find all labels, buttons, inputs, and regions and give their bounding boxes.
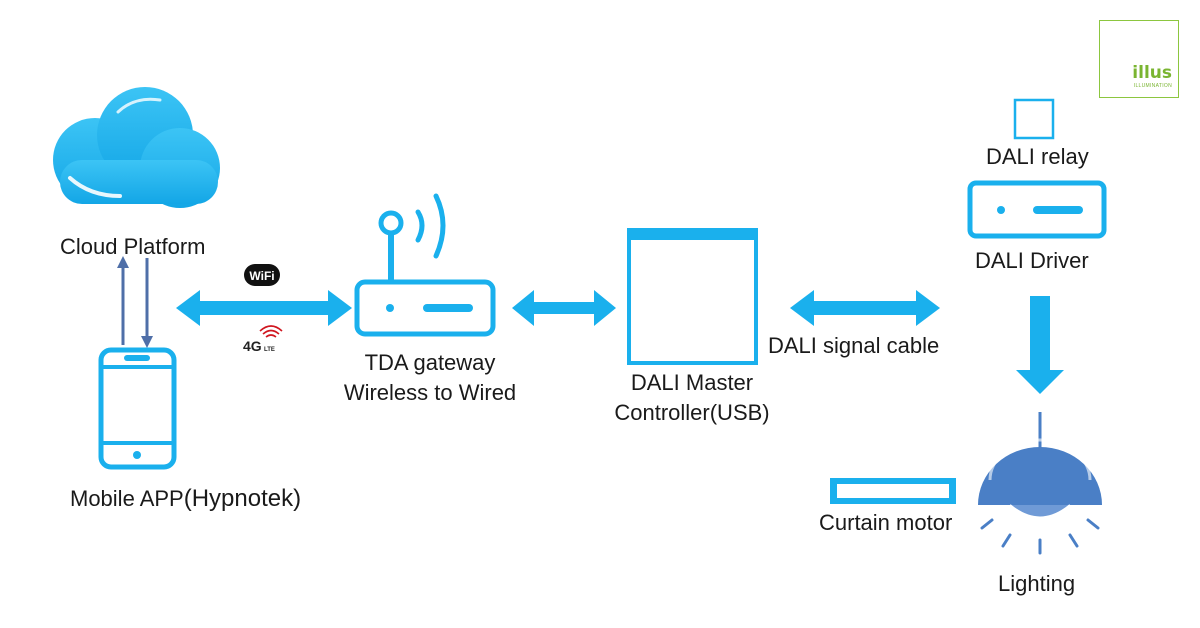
cloud-icon [53,87,220,208]
curtain-motor-icon [830,478,956,504]
relay-label: DALI relay [986,144,1089,169]
cellular-4g-icon: 4G LTE [243,325,283,354]
cloud-phone-link [117,256,153,348]
master-label: DALI Master Controller(USB) [592,368,792,428]
gateway-label: TDA gateway Wireless to Wired [320,348,540,408]
arrow-app-gateway [176,290,352,326]
smartphone-icon [98,347,177,470]
logo-tagline: ILLUMINATION [1133,83,1172,89]
cellular-badge-text: 4G [243,338,262,354]
logo-name: illus [1132,63,1172,83]
gateway-label-line2: Wireless to Wired [343,380,517,405]
lamp-icon [978,412,1102,555]
mobile-app-label-prefix: Mobile APP [70,486,184,511]
gateway-label-line1: TDA gateway [364,350,496,375]
mobile-app-label-suffix: (Hypnotek) [183,485,302,512]
relay-icon [1013,98,1055,140]
arrow-driver-lighting [1016,296,1064,394]
brand-logo: illus ILLUMINATION [1099,20,1179,98]
arrow-gateway-master [512,290,616,326]
master-label-line1: DALI Master [630,370,754,395]
lighting-label: Lighting [998,571,1076,596]
cable-label: DALI signal cable [768,333,940,358]
wifi-badge-icon: WiFi [244,264,280,286]
router-icon [354,193,496,337]
mobile-app-label: Mobile APP(Hypnotek) [70,484,301,514]
usb-controller-icon [627,228,758,365]
arrow-master-driver [790,290,940,326]
cellular-badge-subtext: LTE [264,347,275,353]
cloud-platform-label: Cloud Platform [60,234,206,259]
driver-icon [967,180,1107,239]
driver-label: DALI Driver [975,248,1089,273]
wifi-badge-text: WiFi [249,269,274,283]
master-label-line2: Controller(USB) [614,400,770,425]
curtain-motor-label: Curtain motor [819,510,953,535]
